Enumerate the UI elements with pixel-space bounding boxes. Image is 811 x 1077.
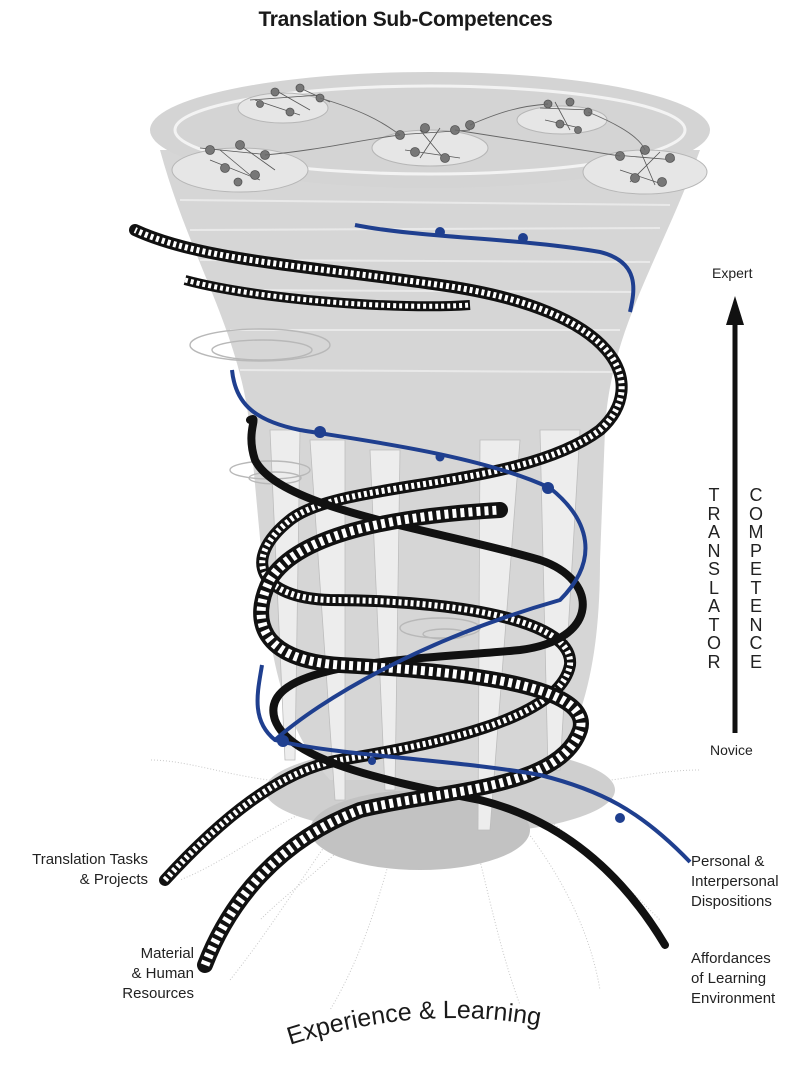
translator-letter: N [707,540,721,561]
competence-letter: C [749,633,763,653]
resources-label-line: & Human [131,965,194,982]
dispositions-label-line: Dispositions [691,893,772,910]
dispositions-label: Personal & Interpersonal Dispositions [691,852,806,912]
competence-letter: M [748,522,764,542]
affordances-label-line: Environment [691,990,776,1007]
dispositions-label-line: Interpersonal [691,873,779,890]
translator-vertical-label: TRANSLATORTRANSLATOR [704,486,724,671]
dispositions-label-line: Personal & [691,853,765,870]
tasks-label: Translation Tasks & Projects [10,850,148,890]
translator-letter: T [708,614,720,635]
translator-letter: T [708,485,720,505]
network-node-cluster [199,140,276,187]
page-title: Translation Sub-Competences [258,8,553,31]
affordances-label: Affordances of Learning Environment [691,949,806,1009]
translator-letter: A [707,596,720,616]
resources-strand [183,275,589,973]
competence-letter: T [750,577,762,598]
competence-letter: E [749,651,762,672]
translator-letter: A [707,522,720,542]
affordances-strand [246,415,669,949]
translator-letter: S [707,559,720,579]
translator-letter: O [706,633,721,653]
affordances-label-line: of Learning [691,970,767,987]
competence-scale-arrow [726,296,744,733]
competence-cone [160,150,700,780]
resources-label-line: Material [140,945,194,962]
resources-label-line: Resources [122,985,194,1002]
scale-bottom-label: Novice [710,742,753,758]
dispositions-strand [230,223,692,864]
tasks-strand [129,224,628,886]
translator-letter: L [708,577,719,598]
competence-letter: O [748,503,763,524]
tasks-label-line: & Projects [79,871,148,888]
competence-letter: N [749,614,763,635]
sub-competence-networks [199,83,676,187]
scale-top-label: Expert [712,265,753,281]
competence-letter: C [749,485,763,505]
competence-vertical-label: COMPETENCECOMPETENCE [746,486,766,671]
affordances-label-line: Affordances [691,950,771,967]
translator-letter: R [707,651,721,672]
resources-label: Material & Human Resources [60,944,194,1004]
translator-letter: R [707,503,721,524]
competence-letter: E [749,559,762,579]
competence-letter: P [749,540,762,561]
competence-letter: E [749,596,762,616]
experience-learning-label: Experience & Learning [284,996,544,1051]
tasks-label-line: Translation Tasks [32,851,148,868]
